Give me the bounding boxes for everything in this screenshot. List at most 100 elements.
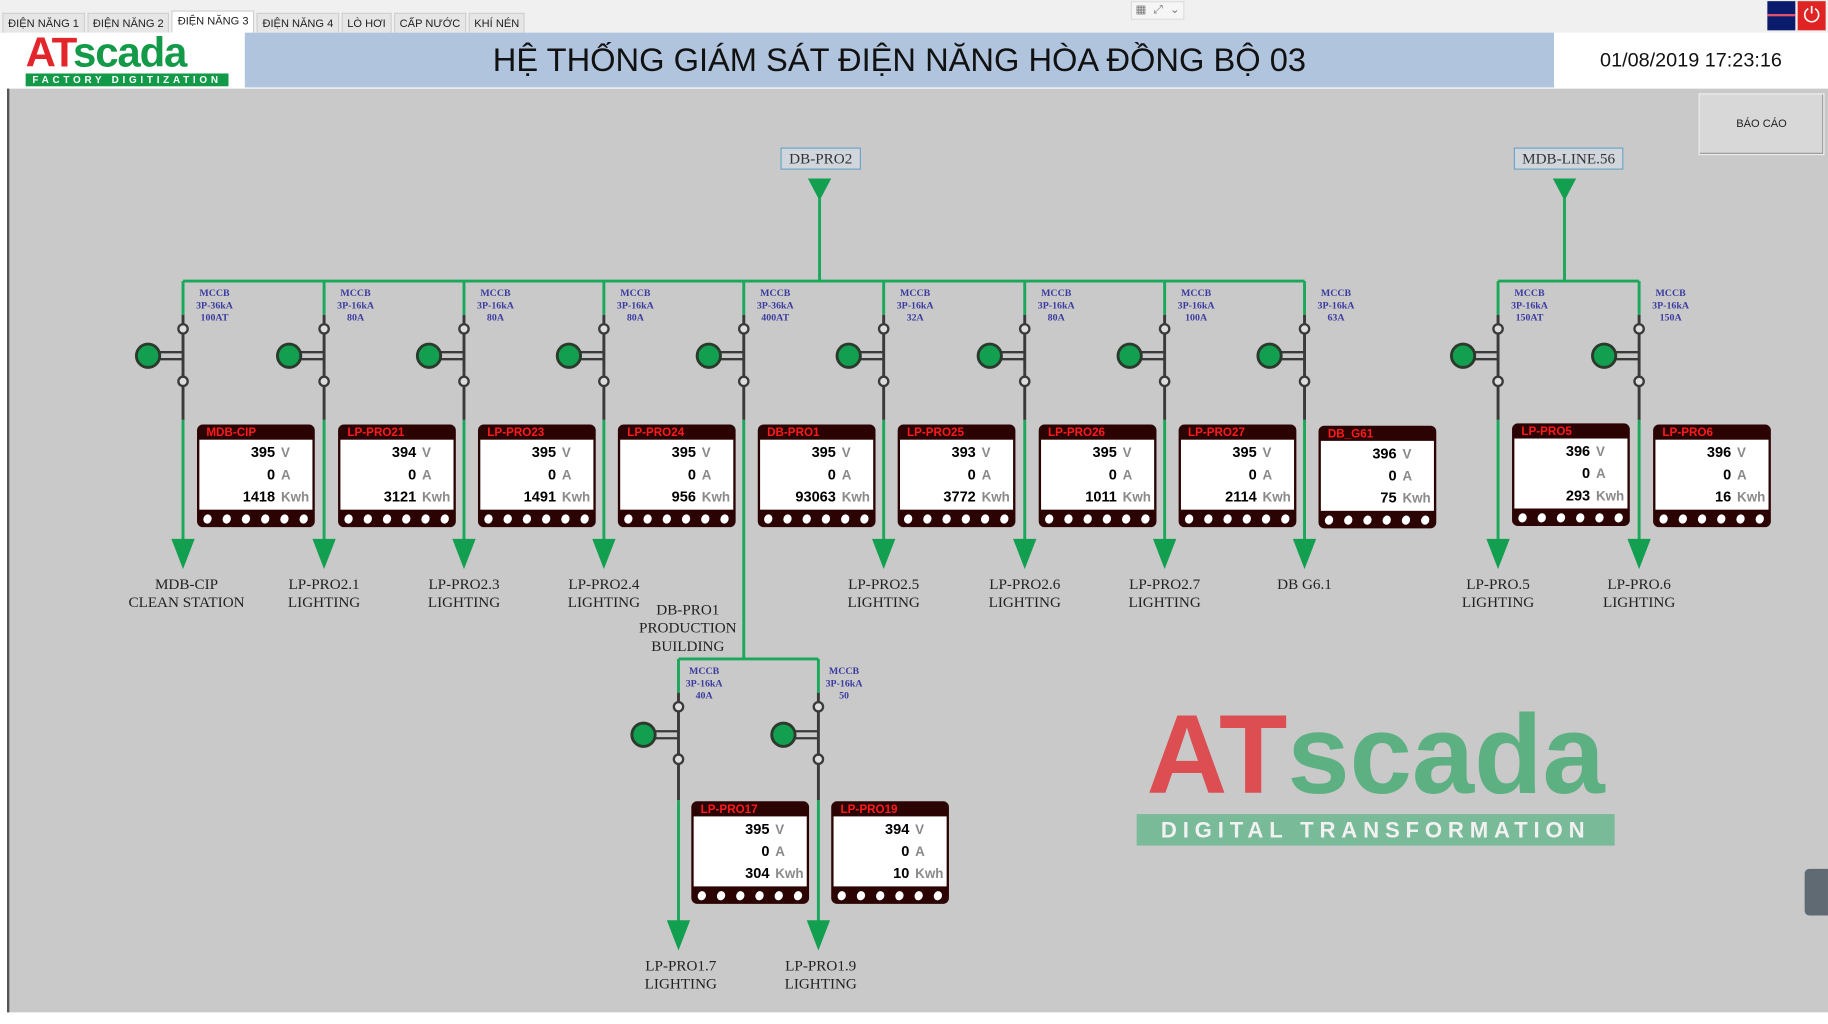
tab-6[interactable]: CẤP NƯỚC: [393, 12, 467, 33]
meter-unit-kwh: Kwh: [775, 866, 803, 881]
feeder-label: LIGHTING: [1462, 594, 1534, 611]
breaker-status-indicator: [770, 721, 797, 748]
meter-terminal-dot: [736, 891, 745, 901]
mccb-spec: MCCB: [199, 288, 230, 299]
meter-display: [199, 439, 313, 510]
tab-1[interactable]: ĐIỆN NĂNG 1: [2, 12, 85, 33]
meter-terminal-dot: [1421, 515, 1430, 525]
source-box: [780, 147, 861, 170]
meter-display: [1180, 439, 1295, 510]
meter-name: LP-PRO24: [627, 426, 685, 439]
side-panel-handle[interactable]: [1804, 868, 1828, 916]
feeder-label: LP-PRO2.3: [428, 576, 499, 593]
meter-value-v: 395: [1093, 445, 1117, 461]
breaker-status-indicator: [1116, 342, 1143, 369]
meter-value-kwh: 3772: [943, 490, 975, 506]
meter-terminal-dot: [1261, 514, 1271, 524]
mccb-spec: 3P-16kA: [337, 300, 375, 311]
fullscreen-icon[interactable]: ⤢: [1153, 3, 1163, 17]
tab-3[interactable]: ĐIỆN NĂNG 3: [171, 10, 255, 33]
logo-text-at: AT: [25, 27, 75, 76]
feeder-label: LP-PRO1.9: [785, 957, 856, 974]
meter-unit-a: A: [842, 467, 852, 482]
meter-terminal-dot: [860, 514, 869, 524]
meter-unit-a: A: [1263, 467, 1273, 482]
arrow-down-icon: [1627, 538, 1651, 570]
meter-terminal-dot: [1614, 513, 1623, 523]
mccb-spec: 3P-16kA: [1511, 300, 1549, 311]
meter-terminal-dot: [933, 891, 943, 901]
meter-value-a: 0: [828, 467, 836, 483]
report-button[interactable]: BÁO CÁO: [1698, 93, 1825, 156]
meter-value-v: 394: [885, 822, 910, 838]
meter-value-v: 394: [392, 445, 417, 461]
meter-name: LP-PRO17: [701, 803, 758, 816]
meter-value-kwh: 956: [672, 490, 696, 506]
breaker-contact: [1492, 323, 1504, 335]
tab-4[interactable]: ĐIỆN NĂNG 4: [256, 12, 340, 33]
meter-terminal-dot: [1595, 513, 1604, 523]
mccb-spec: 3P-16kA: [617, 300, 655, 311]
feeder-label: DB G6.1: [1277, 576, 1332, 593]
meter-unit-a: A: [775, 844, 785, 859]
breaker-status-indicator: [630, 721, 657, 748]
breaker-contact: [672, 753, 685, 766]
meter-unit-a: A: [281, 467, 291, 482]
arrow-down-icon: [1552, 178, 1577, 201]
meter-unit-a: A: [702, 467, 712, 482]
mccb-spec: 40A: [696, 691, 714, 702]
meter-unit-kwh: Kwh: [1737, 490, 1765, 505]
arrow-down-icon: [872, 538, 896, 570]
meter-terminal-dot: [1717, 514, 1726, 524]
logo-subtitle: FACTORY DIGITIZATION: [25, 73, 229, 87]
meter-unit-v: V: [1596, 444, 1605, 459]
language-flag-button[interactable]: [1767, 1, 1796, 31]
meter-value-a: 0: [968, 467, 976, 483]
chevron-down-icon[interactable]: ⌄: [1169, 3, 1180, 17]
meter-display: [340, 439, 454, 510]
power-icon[interactable]: ⏻: [1797, 1, 1826, 31]
meter-name: LP-PRO19: [841, 803, 899, 816]
tab-7[interactable]: KHÍ NÉN: [468, 12, 526, 33]
meter-terminal-dot: [402, 514, 411, 524]
meter-terminal-dot: [1281, 514, 1290, 524]
tab-5[interactable]: LÒ HƠI: [341, 12, 392, 33]
mccb-spec: 3P-36kA: [757, 300, 795, 311]
mccb-spec: 150A: [1660, 313, 1683, 324]
mccb-spec: MCCB: [689, 666, 720, 677]
meter-value-a: 0: [1582, 466, 1590, 482]
meter-value-a: 0: [267, 467, 275, 483]
meter-value-kwh: 1491: [524, 490, 556, 506]
meter-unit-v: V: [1263, 445, 1272, 460]
arrow-down-icon: [1152, 538, 1177, 570]
meter-terminal-dot: [1324, 515, 1334, 525]
meter-unit-v: V: [842, 445, 851, 460]
breaker-contact: [177, 375, 189, 388]
meter-terminal-dot: [716, 891, 726, 901]
tab-2[interactable]: ĐIỆN NĂNG 2: [87, 12, 170, 33]
meter-unit-v: V: [1402, 446, 1411, 461]
meter-name: MDB-CIP: [206, 426, 256, 439]
meter-terminal-dot: [1223, 514, 1232, 524]
meter-terminal-dot: [1083, 514, 1092, 524]
window-controls[interactable]: ▦ ⤢ ⌄: [1130, 1, 1185, 20]
meter-unit-v: V: [1737, 445, 1746, 460]
meter-display: [1041, 439, 1155, 510]
breaker-contact: [1633, 375, 1645, 388]
meter-unit-a: A: [1123, 467, 1133, 482]
meter-terminal-dot: [344, 514, 353, 524]
grid-icon[interactable]: ▦: [1135, 3, 1147, 17]
mccb-spec: 3P-16kA: [1178, 300, 1216, 311]
breaker-contact: [1633, 323, 1645, 335]
mccb-spec: 100AT: [201, 313, 229, 324]
meter-name: LP-PRO27: [1188, 426, 1245, 439]
meter-unit-kwh: Kwh: [1596, 488, 1624, 503]
meter-name: LP-PRO25: [907, 426, 965, 439]
meter-terminal-dot: [1518, 513, 1527, 523]
feeder-label: LP-PRO2.4: [568, 576, 640, 593]
breaker-status-indicator: [555, 342, 583, 369]
meter-terminal-dot: [624, 514, 633, 524]
